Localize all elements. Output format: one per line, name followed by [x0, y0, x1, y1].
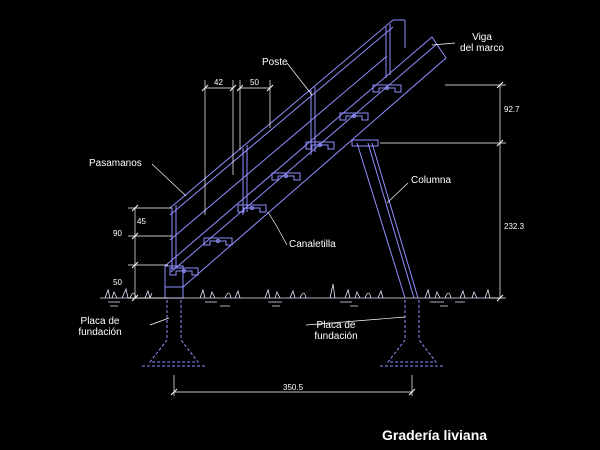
label-viga-line1: Viga [472, 32, 492, 43]
label-placa-right: Placa de fundación [304, 320, 368, 342]
dim-350-5: 350.5 [283, 383, 304, 392]
channel [305, 141, 335, 150]
dim-90: 90 [113, 229, 122, 238]
handrail-top [169, 19, 394, 209]
foundation-left [142, 300, 206, 367]
channel [372, 84, 402, 93]
column [367, 142, 415, 299]
drawing-title: Gradería liviana [382, 427, 488, 443]
handrail-mid [169, 26, 394, 216]
column-top-plate [351, 139, 379, 147]
dim-92-7: 92.7 [504, 105, 520, 114]
foundation-right [380, 300, 444, 367]
label-placa-left-line2: fundación [78, 327, 122, 338]
label-canaletilla: Canaletilla [289, 239, 336, 250]
label-placa-left: Placa de fundación [68, 316, 132, 338]
channel [339, 112, 369, 121]
channel [237, 204, 267, 213]
channel [203, 237, 233, 246]
dim-42: 42 [214, 78, 223, 87]
dim-50-top: 50 [250, 78, 259, 87]
dimension-ticks [131, 81, 504, 396]
label-viga-line2: del marco [460, 43, 504, 54]
label-placa-right-line1: Placa de [316, 320, 356, 331]
label-viga: Viga del marco [452, 32, 512, 54]
label-placa-right-line2: fundación [314, 331, 358, 342]
dim-232-3: 232.3 [504, 222, 525, 231]
column [356, 142, 406, 299]
label-poste: Poste [262, 57, 288, 68]
channel [271, 172, 301, 181]
label-placa-left-line1: Placa de [80, 316, 120, 327]
dim-50-left: 50 [113, 278, 122, 287]
structure [142, 19, 447, 367]
label-pasamanos: Pasamanos [89, 158, 142, 169]
column [371, 142, 419, 299]
dim-45: 45 [137, 217, 146, 226]
ground [100, 283, 500, 307]
label-columna: Columna [411, 175, 452, 186]
handrail-low [169, 55, 388, 241]
frame-beam-inner [170, 43, 438, 273]
dimension-lines [128, 42, 506, 396]
channel [169, 267, 199, 276]
